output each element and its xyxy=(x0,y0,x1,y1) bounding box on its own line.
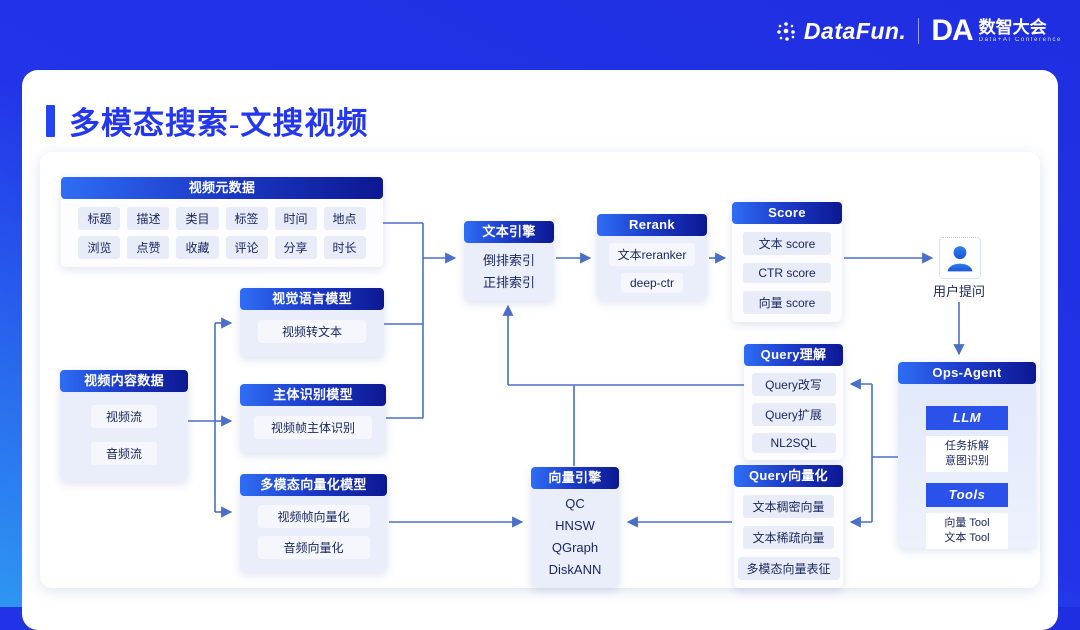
tag-chip: 点赞 xyxy=(127,236,170,259)
tag-chip: 地点 xyxy=(323,207,366,230)
query-chip: 多模态向量表征 xyxy=(737,557,840,580)
user-icon xyxy=(947,246,973,272)
node-score: Score 文本 score CTR score 向量 score xyxy=(732,202,842,322)
da-conference-logo: DA 数智大会 Data+AI Conference xyxy=(931,16,1062,46)
llm-block: LLM xyxy=(926,406,1008,430)
node-video-metadata: 视频元数据 标题 描述 类目 标签 时间 地点 浏览 点赞 收藏 评论 分享 时… xyxy=(61,177,383,267)
engine-item: QGraph xyxy=(551,540,599,555)
stream-chip: 视频流 xyxy=(91,405,157,428)
node-header: 文本引擎 xyxy=(464,221,554,243)
engine-item: 倒排索引 xyxy=(482,253,535,268)
conference-name-cn: 数智大会 xyxy=(978,17,1047,37)
user-icon-tile xyxy=(939,237,981,279)
rerank-chip: deep-ctr xyxy=(620,273,684,293)
node-header: 视频内容数据 xyxy=(60,370,188,392)
llm-desc-line: 任务拆解 xyxy=(945,440,989,452)
datafun-logo: DataFun. xyxy=(776,18,906,45)
datafun-wordmark: DataFun. xyxy=(803,17,907,44)
tag-chip: 描述 xyxy=(127,207,170,230)
node-vector-engine: 向量引擎 QC HNSW QGraph DiskANN xyxy=(531,467,619,587)
model-chip: 视频帧主体识别 xyxy=(254,416,372,439)
llm-description: 任务拆解 意图识别 xyxy=(926,436,1008,472)
node-header: 主体识别模型 xyxy=(240,384,386,406)
title-row: 多模态搜索-文搜视频 xyxy=(46,98,368,143)
node-subject-recognition-model: 主体识别模型 视频帧主体识别 xyxy=(240,384,386,453)
conference-name-en: Data+AI Conference xyxy=(978,36,1062,43)
node-header: Rerank xyxy=(597,214,707,236)
tools-description: 向量 Tool 文本 Tool xyxy=(926,513,1008,549)
meta-chip-row-1: 标题 描述 类目 标签 时间 地点 xyxy=(78,207,366,230)
title-accent-bar xyxy=(46,104,55,137)
tag-chip: 分享 xyxy=(274,236,317,259)
query-chip: Query改写 xyxy=(751,373,836,396)
node-header: Ops-Agent xyxy=(898,362,1036,384)
node-header: Query向量化 xyxy=(734,465,843,487)
model-chip: 音频向量化 xyxy=(257,536,370,559)
query-chip: NL2SQL xyxy=(751,433,836,453)
score-chip: 向量 score xyxy=(743,291,831,314)
tag-chip: 时长 xyxy=(323,236,366,259)
tools-desc-line: 向量 Tool xyxy=(944,517,990,529)
query-chip: 文本稠密向量 xyxy=(743,495,834,518)
tools-desc-line: 文本 Tool xyxy=(944,532,990,544)
engine-item: QC xyxy=(565,496,585,511)
node-video-content-data: 视频内容数据 视频流 音频流 xyxy=(60,370,188,481)
node-header: 视频元数据 xyxy=(61,177,383,199)
page-title: 多模态搜索-文搜视频 xyxy=(69,106,369,141)
slide-stage: DataFun. DA 数智大会 Data+AI Conference 多模态搜… xyxy=(46,16,1062,588)
stream-chip: 音频流 xyxy=(91,442,157,465)
rerank-chip: 文本reranker xyxy=(608,243,696,266)
tag-chip: 时间 xyxy=(274,207,317,230)
da-monogram: DA xyxy=(931,14,973,47)
node-query-understanding: Query理解 Query改写 Query扩展 NL2SQL xyxy=(744,344,843,460)
score-chip: CTR score xyxy=(743,263,831,283)
model-chip: 视频帧向量化 xyxy=(257,505,370,528)
query-chip: 文本稀疏向量 xyxy=(743,526,834,549)
llm-desc-line: 意图识别 xyxy=(945,455,989,467)
node-vision-language-model: 视觉语言模型 视频转文本 xyxy=(240,288,384,357)
node-header: 多模态向量化模型 xyxy=(240,474,387,496)
model-chip: 视频转文本 xyxy=(258,320,366,343)
node-header: Score xyxy=(732,202,842,224)
engine-item: HNSW xyxy=(555,518,595,533)
tag-chip: 评论 xyxy=(225,236,268,259)
tag-chip: 类目 xyxy=(176,207,219,230)
brand-divider xyxy=(918,18,920,44)
score-chip: 文本 score xyxy=(743,232,831,255)
engine-item: DiskANN xyxy=(548,562,602,577)
meta-chip-row-2: 浏览 点赞 收藏 评论 分享 时长 xyxy=(78,236,366,259)
node-header: Query理解 xyxy=(744,344,843,366)
brand-bar: DataFun. DA 数智大会 Data+AI Conference xyxy=(776,16,1062,46)
node-query-vectorization: Query向量化 文本稠密向量 文本稀疏向量 多模态向量表征 xyxy=(734,465,843,588)
user-question-label: 用户提问 xyxy=(932,284,985,299)
node-text-engine: 文本引擎 倒排索引 正排索引 xyxy=(464,221,554,301)
tag-chip: 标题 xyxy=(78,207,121,230)
node-rerank: Rerank 文本reranker deep-ctr xyxy=(597,214,707,300)
query-chip: Query扩展 xyxy=(751,403,836,426)
node-ops-agent: Ops-Agent LLM 任务拆解 意图识别 Tools 向量 Tool 文本… xyxy=(898,362,1036,549)
node-header: 向量引擎 xyxy=(531,467,619,489)
ops-agent-body: LLM 任务拆解 意图识别 Tools 向量 Tool 文本 Tool xyxy=(898,384,1036,549)
tools-block: Tools xyxy=(926,483,1008,507)
node-header: 视觉语言模型 xyxy=(240,288,384,310)
datafun-dots-icon xyxy=(777,22,795,41)
tag-chip: 收藏 xyxy=(176,236,219,259)
engine-item: 正排索引 xyxy=(482,275,535,290)
tag-chip: 标签 xyxy=(225,207,268,230)
node-multimodal-vectorization-model: 多模态向量化模型 视频帧向量化 音频向量化 xyxy=(240,474,387,572)
tag-chip: 浏览 xyxy=(78,236,121,259)
